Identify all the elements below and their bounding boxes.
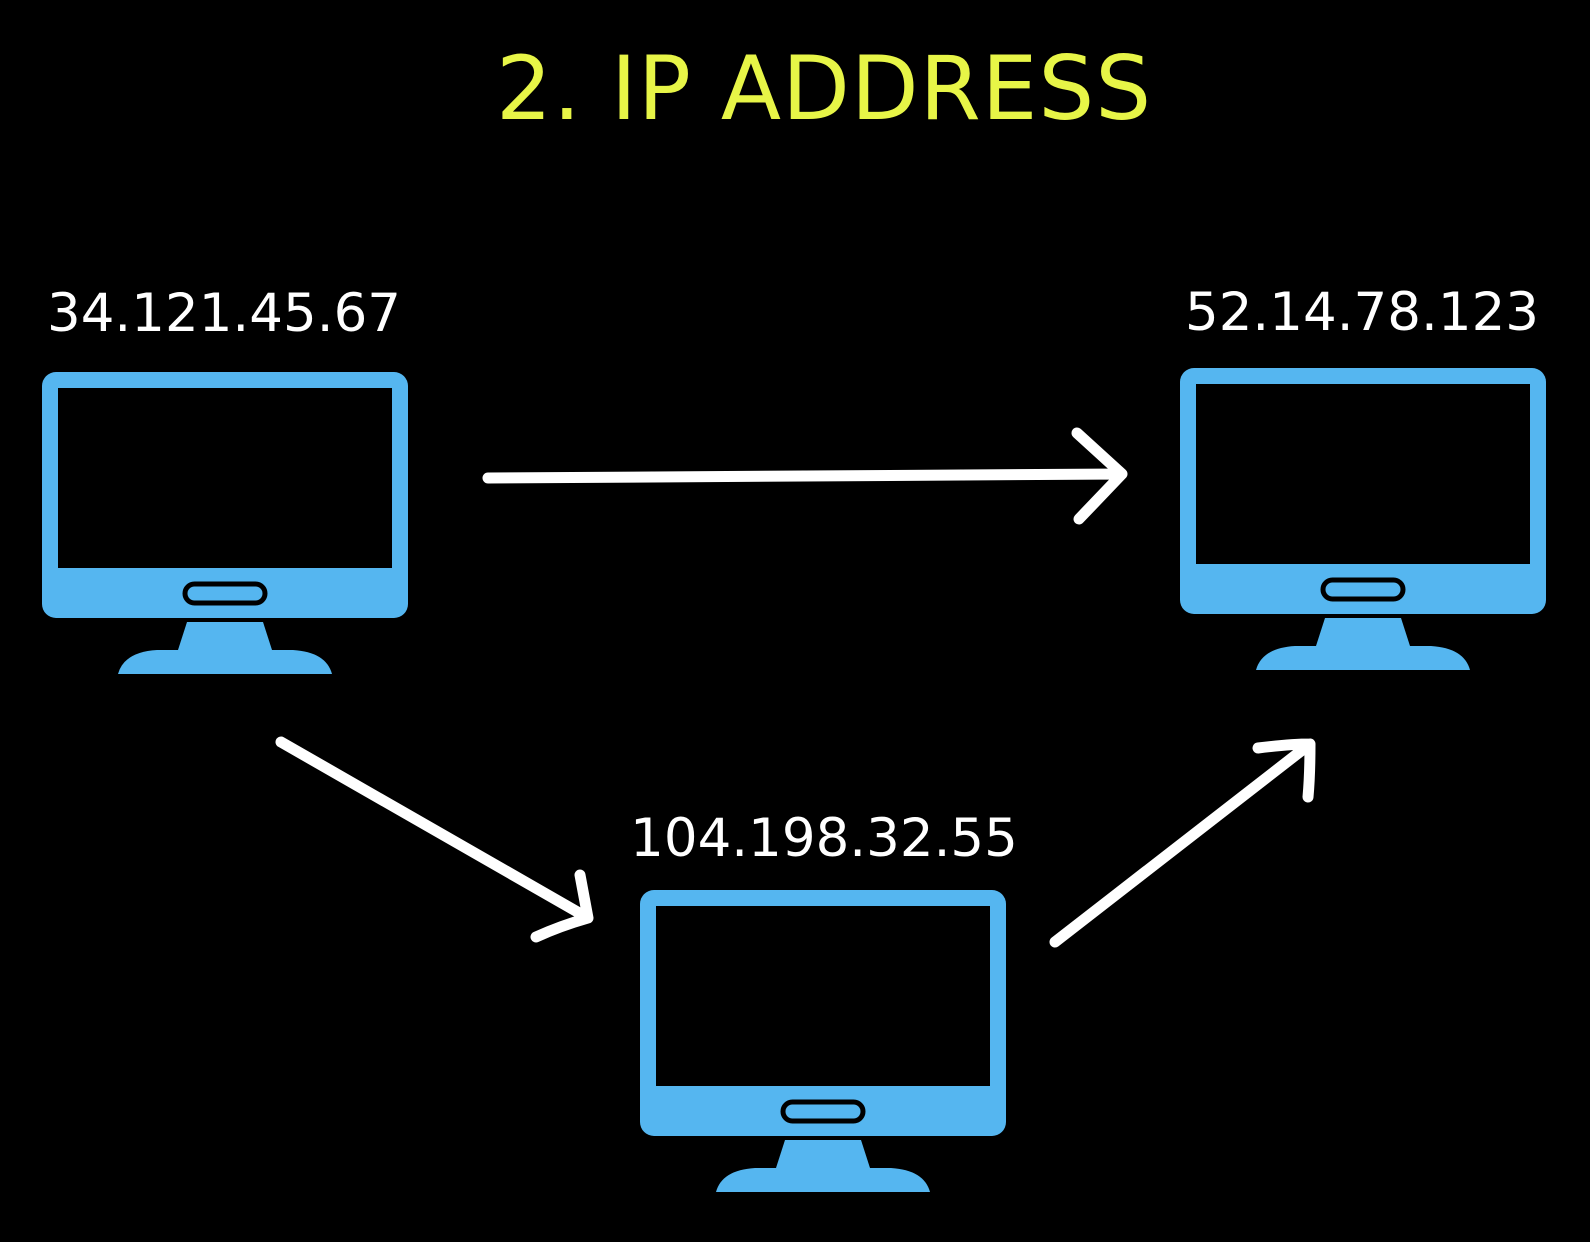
arrow-left-to-bottom: [275, 736, 594, 943]
arrow-down-right-icon: [275, 736, 594, 943]
computer-bottom: [640, 890, 1006, 1192]
ip-label-bottom: 104.198.32.55: [630, 808, 1018, 869]
computer-right: [1180, 368, 1546, 670]
arrow-right-icon: [482, 427, 1128, 525]
desktop-monitor-icon: [640, 890, 1006, 1192]
diagram-title: 2. IP ADDRESS: [496, 37, 1152, 140]
desktop-monitor-icon: [42, 372, 408, 674]
ip-label-left: 34.121.45.67: [47, 283, 401, 344]
desktop-monitor-icon: [1180, 368, 1546, 670]
arrow-bottom-to-right: [1049, 738, 1316, 948]
computer-left: [42, 372, 408, 674]
arrow-up-right-icon: [1049, 738, 1316, 948]
ip-label-right: 52.14.78.123: [1185, 282, 1539, 343]
arrow-left-to-right: [482, 427, 1128, 525]
